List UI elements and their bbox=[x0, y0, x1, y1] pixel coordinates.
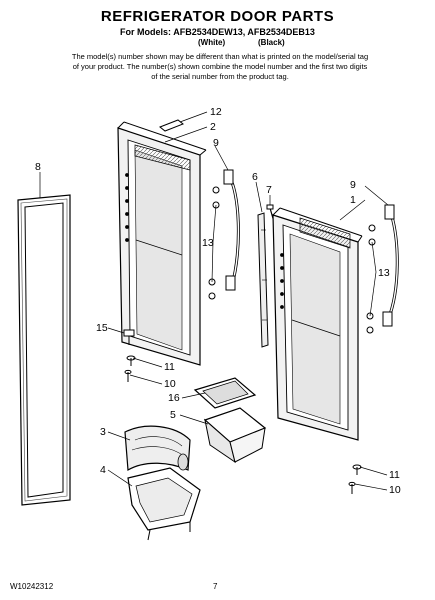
part-6-door-rail bbox=[257, 212, 269, 348]
page-title: REFRIGERATOR DOOR PARTS bbox=[100, 8, 335, 25]
part-5-door-bin bbox=[203, 407, 267, 464]
part-16-bin-trim bbox=[193, 377, 257, 409]
callout-13-right: 13 bbox=[378, 267, 390, 279]
callout-15: 15 bbox=[96, 322, 108, 334]
callout-11-left: 11 bbox=[164, 361, 175, 373]
callout-10-right: 10 bbox=[389, 484, 401, 496]
part-12-hinge-cover bbox=[159, 119, 184, 132]
callout-7: 7 bbox=[266, 184, 272, 196]
model-note: The model(s) number shown may be differe… bbox=[71, 52, 369, 81]
callout-11-right: 11 bbox=[389, 469, 400, 481]
part-1-right-door bbox=[272, 207, 363, 441]
callout-8: 8 bbox=[35, 161, 41, 173]
part-13-handle-screws-right bbox=[366, 224, 376, 334]
color-white-label: (White) bbox=[198, 38, 226, 47]
document-number: W10242312 bbox=[10, 582, 54, 591]
part-13-handle-screws-left bbox=[208, 186, 220, 300]
model-numbers: For Models: AFB2534DEW13, AFB2534DEB13 bbox=[120, 27, 315, 37]
part-9-left-handle bbox=[223, 169, 240, 291]
callout-3: 3 bbox=[100, 426, 106, 438]
parts-11-10-right-screws bbox=[348, 464, 362, 494]
callout-5: 5 bbox=[170, 409, 176, 421]
callout-10-left: 10 bbox=[164, 378, 176, 390]
part-9-right-handle bbox=[382, 204, 399, 327]
callout-9-right: 9 bbox=[350, 179, 356, 191]
leader-lines bbox=[39, 111, 389, 491]
part-4-dispenser-tray bbox=[127, 467, 201, 541]
callout-6: 6 bbox=[252, 171, 258, 183]
callout-9-left: 9 bbox=[213, 137, 219, 149]
part-2-left-door bbox=[117, 121, 207, 366]
callout-4: 4 bbox=[100, 464, 106, 476]
callout-13-left: 13 bbox=[202, 237, 214, 249]
parts-11-10-left-screws bbox=[124, 355, 136, 382]
callout-labels: 12 2 9 8 6 7 9 1 13 13 15 11 10 16 5 3 4… bbox=[35, 106, 401, 496]
page-number: 7 bbox=[213, 582, 218, 591]
callout-1: 1 bbox=[350, 194, 356, 206]
color-black-label: (Black) bbox=[258, 38, 285, 47]
callout-12: 12 bbox=[210, 106, 222, 118]
part-3-dispenser-cover bbox=[124, 425, 191, 472]
callout-16: 16 bbox=[168, 392, 180, 404]
callout-2: 2 bbox=[210, 121, 216, 133]
part-8-door-gasket bbox=[17, 194, 71, 506]
